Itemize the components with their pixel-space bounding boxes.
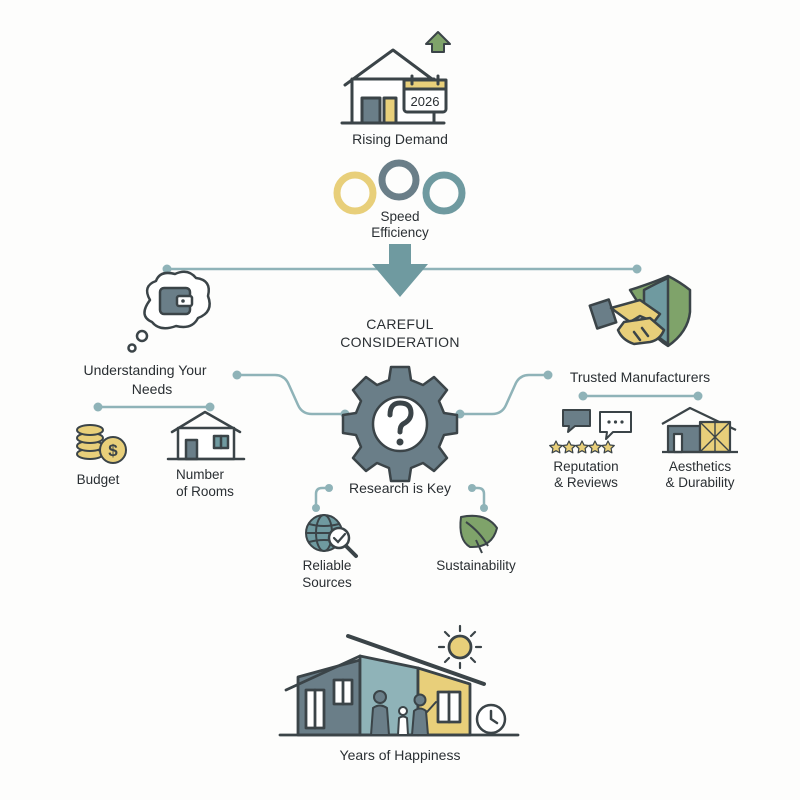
understanding-label: Understanding Your	[83, 362, 207, 378]
linked-rings-icon	[333, 159, 466, 215]
leaf-icon	[459, 514, 498, 554]
down-arrow-icon	[372, 244, 428, 297]
research-is-key-label: Research is Key	[349, 480, 451, 496]
wallet-thought-icon	[127, 270, 211, 353]
reputation-label: Reputation	[553, 459, 619, 474]
family-house-sun-icon	[278, 624, 520, 737]
house-calendar-icon	[340, 48, 448, 125]
svg-text:$: $	[108, 441, 118, 460]
research-connector	[314, 486, 486, 508]
globe-magnifier-icon	[305, 514, 358, 558]
rising-demand-label: Rising Demand	[352, 131, 448, 147]
sustainability-label: Sustainability	[436, 558, 516, 573]
handshake-shield-icon	[588, 274, 692, 348]
speed-label: Speed	[380, 209, 420, 224]
efficiency-label: Efficiency	[371, 225, 429, 240]
number-label: Number	[175, 467, 224, 482]
years-of-happiness-label: Years of Happiness	[339, 747, 461, 763]
house-icon	[166, 410, 246, 461]
right-connector	[458, 373, 550, 416]
of-rooms-label: of Rooms	[176, 484, 234, 499]
question-gear-icon	[341, 365, 459, 483]
needs-label: Needs	[131, 381, 173, 397]
sun-icon	[437, 624, 483, 670]
careful-label: CAREFUL	[366, 316, 434, 332]
budget-label: Budget	[76, 472, 120, 487]
speech-bubbles-stars-icon	[549, 409, 632, 454]
reliable-label: Reliable	[302, 558, 352, 573]
left-connector	[235, 373, 347, 416]
sources-label: Sources	[302, 575, 352, 590]
calendar-year: 2026	[411, 94, 440, 109]
modular-house-icon	[661, 406, 738, 454]
family-icon	[370, 690, 437, 736]
consideration-label: CONSIDERATION	[340, 334, 460, 350]
reviews-label: & Reviews	[554, 475, 618, 490]
durability-label: & Durability	[665, 475, 735, 490]
trusted-manufacturers-label: Trusted Manufacturers	[569, 369, 711, 385]
up-arrow-icon	[425, 31, 451, 53]
coins-dollar-icon: $	[76, 424, 127, 464]
aesthetics-label: Aesthetics	[668, 459, 732, 474]
clock-icon	[475, 703, 507, 735]
